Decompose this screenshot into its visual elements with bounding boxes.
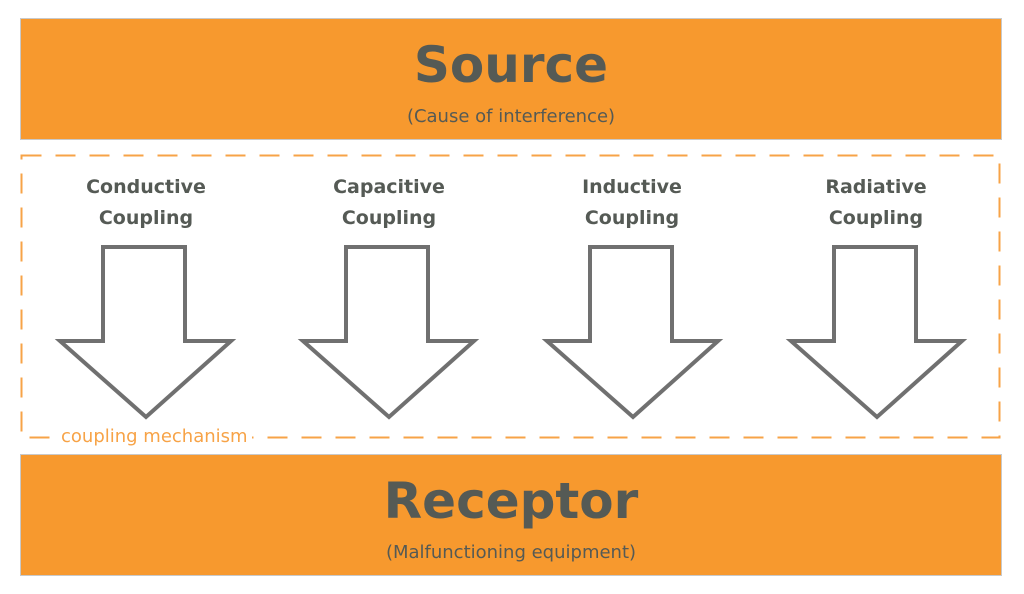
- coupling-label-line2: Coupling: [584, 207, 680, 229]
- source-title: Source: [413, 36, 609, 94]
- receptor-title: Receptor: [383, 472, 639, 530]
- coupling-label-line2: Coupling: [341, 207, 437, 229]
- conductive-coupling-label: Conductive Coupling: [46, 172, 246, 234]
- radiative-coupling-label: Radiative Coupling: [776, 172, 976, 234]
- receptor-subtitle: (Malfunctioning equipment): [385, 542, 637, 563]
- coupling-label-line2: Coupling: [98, 207, 194, 229]
- down-arrow-icon: [297, 245, 480, 420]
- source-box: Source (Cause of interference): [20, 18, 1002, 140]
- down-arrow-icon: [785, 245, 968, 420]
- receptor-box: Receptor (Malfunctioning equipment): [20, 454, 1002, 576]
- coupling-mechanism-border: [20, 154, 1001, 439]
- coupling-label-line1: Conductive: [86, 176, 206, 198]
- coupling-label-line1: Capacitive: [333, 176, 445, 198]
- coupling-label-line1: Inductive: [582, 176, 682, 198]
- source-subtitle: (Cause of interference): [406, 106, 616, 127]
- coupling-label-line1: Radiative: [825, 176, 927, 198]
- capacitive-coupling-label: Capacitive Coupling: [289, 172, 489, 234]
- coupling-mechanism-label: coupling mechanism: [57, 426, 252, 448]
- down-arrow-icon: [541, 245, 724, 420]
- coupling-label-line2: Coupling: [828, 207, 924, 229]
- down-arrow-icon: [54, 245, 237, 420]
- coupling-mechanism-box: coupling mechanism: [20, 154, 1001, 448]
- inductive-coupling-label: Inductive Coupling: [532, 172, 732, 234]
